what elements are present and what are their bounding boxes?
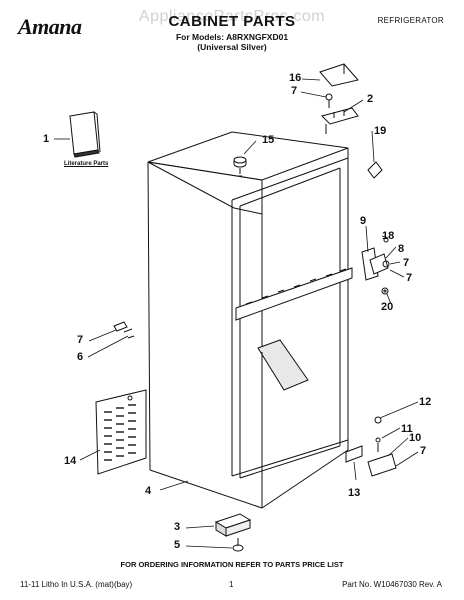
callout-8: 8 — [398, 243, 405, 255]
callout-18: 18 — [382, 230, 395, 242]
top-hinge-cover[interactable] — [319, 63, 359, 87]
callout-1: 1 — [43, 133, 50, 145]
cabinet-shell[interactable] — [147, 131, 353, 509]
callout-3: 3 — [174, 521, 181, 533]
appliance-category: REFRIGERATOR — [377, 16, 444, 25]
compressor-grille[interactable] — [95, 389, 147, 475]
callout-7-bottom: 7 — [420, 445, 427, 457]
callout-4: 4 — [145, 485, 152, 497]
handle-mount-screw[interactable] — [113, 321, 135, 339]
ordering-info: FOR ORDERING INFORMATION REFER TO PARTS … — [120, 560, 344, 569]
literature-booklet[interactable] — [69, 111, 101, 158]
callout-10: 10 — [409, 432, 422, 444]
page-title: CABINET PARTS — [168, 13, 296, 30]
callout-20: 20 — [381, 301, 394, 313]
callout-5: 5 — [174, 539, 181, 551]
page-number: 1 — [229, 580, 234, 589]
door-stop[interactable] — [367, 161, 383, 179]
callout-11: 11 — [401, 423, 413, 435]
print-info: 11-11 Litho In U.S.A. (mat)(bay) — [20, 580, 133, 589]
literature-parts-label: Literature Parts — [64, 161, 109, 167]
hinge-shim[interactable] — [345, 445, 363, 463]
callout-6: 6 — [77, 351, 84, 363]
callout-16: 16 — [289, 72, 302, 84]
model-variant-line: (Universal Silver) — [197, 42, 267, 52]
plug-button[interactable] — [233, 156, 247, 177]
top-hinge-screw[interactable] — [325, 93, 333, 108]
bottom-hinge[interactable] — [367, 416, 397, 477]
callout-12: 12 — [419, 396, 432, 408]
callout-9: 9 — [360, 215, 367, 227]
leveling-leg[interactable] — [232, 538, 244, 552]
callout-2: 2 — [367, 93, 374, 105]
callout-13: 13 — [348, 487, 361, 499]
callout-7-center: 7 — [403, 257, 410, 269]
center-hinge[interactable] — [361, 237, 390, 295]
watermark: AppliancePartsPros.com — [138, 8, 326, 25]
callout-7-left: 7 — [77, 334, 84, 346]
callout-19: 19 — [374, 125, 387, 137]
part-number: Part No. W10467030 Rev. A — [342, 580, 442, 589]
callout-14: 14 — [64, 455, 77, 467]
callout-7: 7 — [291, 85, 298, 97]
brand-logo: Amana — [18, 14, 82, 39]
top-hinge[interactable] — [321, 107, 359, 134]
callout-7-lower: 7 — [406, 272, 413, 284]
model-number-line: For Models: A8RXNGFXD01 — [175, 32, 289, 42]
callout-15: 15 — [262, 134, 275, 146]
leveling-roller[interactable] — [214, 513, 252, 537]
